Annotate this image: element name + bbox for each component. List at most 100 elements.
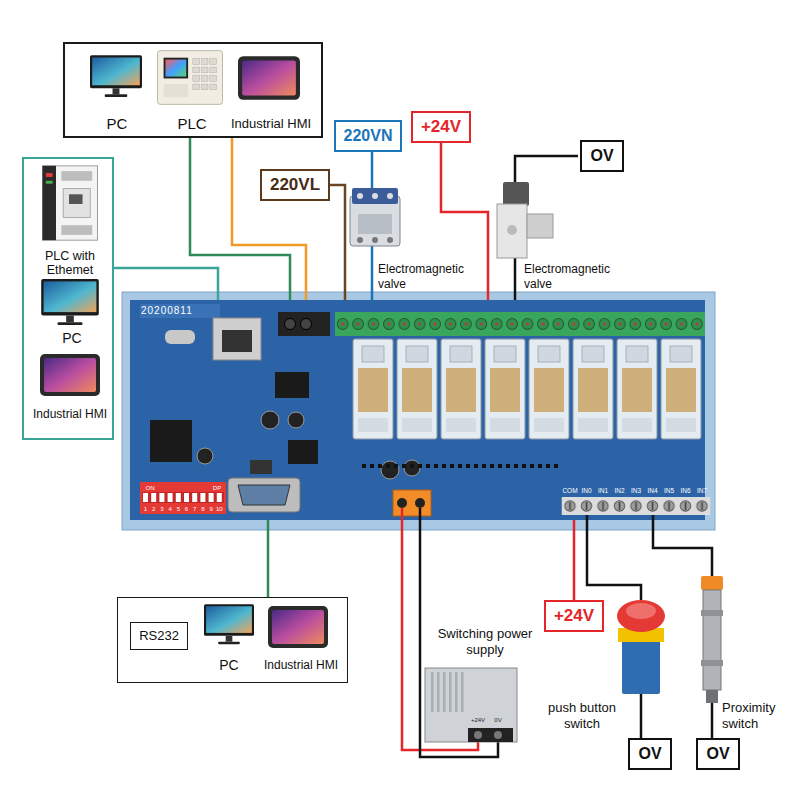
- contactor-illustration: [357, 193, 363, 199]
- tag-text: OV: [706, 744, 729, 764]
- part-label: Electromagnetic valve: [378, 262, 482, 292]
- voltage-tag: OV: [628, 738, 671, 770]
- io-board-drawing: [275, 372, 309, 398]
- push-button-illustration: [617, 600, 665, 694]
- pin-label: IN6: [680, 487, 690, 495]
- tag-text: +24V: [421, 117, 461, 137]
- power-supply-illustration: [425, 668, 517, 742]
- io-board-drawing: [122, 292, 715, 530]
- voltage-tag: 220VL: [260, 169, 330, 201]
- terminal-label: 0V: [494, 716, 501, 724]
- io-board-drawing: [301, 319, 312, 330]
- io-board-drawing: [238, 485, 290, 505]
- io-board-drawing: [397, 498, 407, 508]
- dip-switch-levers: [143, 493, 222, 502]
- dip-switch-levers: [151, 493, 156, 502]
- pin-label: IN1: [598, 487, 608, 495]
- valve-illustration: [497, 182, 553, 258]
- contactor-illustration: [352, 188, 398, 204]
- contactor-illustration: [358, 214, 392, 234]
- io-board-drawing: [278, 312, 330, 336]
- pin-label: IN2: [614, 487, 624, 495]
- io-board-drawing: [140, 482, 226, 514]
- switch-number: 4: [168, 505, 171, 513]
- contactor-illustration: [357, 237, 363, 243]
- push-button-illustration: [622, 640, 660, 694]
- voltage-tag: +24V: [544, 600, 604, 632]
- valve-illustration: [527, 214, 553, 238]
- io-board-drawing: [288, 440, 318, 464]
- proximity-switch-illustration: [706, 690, 718, 703]
- device-icons: [41, 279, 99, 325]
- node-text: PC: [97, 115, 137, 133]
- part-label: Switching power supply: [435, 626, 535, 658]
- field-wires: [515, 156, 578, 184]
- io-board-drawing: [140, 304, 220, 318]
- io-board-drawing: [352, 338, 704, 440]
- io-board-drawing: [285, 319, 296, 330]
- power-supply-illustration: [468, 728, 513, 742]
- wire: [330, 185, 345, 300]
- contactor-illustration: [387, 193, 393, 199]
- dip-switch-levers: [192, 493, 197, 502]
- io-board-drawing: [213, 318, 261, 360]
- wire: [267, 520, 270, 597]
- device-icons: [40, 354, 100, 396]
- switch-label: DP: [213, 484, 221, 492]
- device-icons: [90, 55, 142, 97]
- pin-label: IN4: [647, 487, 657, 495]
- field-wires: [514, 256, 517, 300]
- proximity-switch-illustration: [703, 590, 721, 690]
- voltage-tag: OV: [696, 738, 739, 770]
- io-board-drawing: [142, 492, 224, 503]
- power-supply-illustration: [494, 731, 502, 739]
- power-supply-illustration: [430, 672, 466, 712]
- valve-illustration: [503, 182, 529, 206]
- field-wires: [587, 515, 641, 600]
- wire: [573, 520, 576, 600]
- io-board-drawing: [122, 292, 715, 530]
- dip-switch-levers: [200, 493, 205, 502]
- push-button-illustration: [626, 603, 656, 619]
- proximity-switch-illustration: [701, 576, 723, 703]
- device-icons: [42, 166, 97, 240]
- io-board-drawing: [261, 411, 279, 429]
- contactor-illustration: [372, 237, 378, 243]
- power-supply-illustration: [474, 731, 482, 739]
- valve-illustration: [497, 204, 527, 258]
- valve-illustration: [507, 225, 517, 235]
- io-board-drawing: [222, 330, 252, 352]
- proximity-switch-illustration: [701, 660, 723, 666]
- contactor-illustration: [372, 193, 378, 199]
- io-board-drawing: [250, 460, 272, 474]
- node-text: Industrial HMI: [27, 407, 113, 421]
- part-label: Proximity switch: [722, 700, 794, 732]
- pin-label: IN3: [631, 487, 641, 495]
- tag-text: 220VL: [270, 175, 320, 195]
- voltage-tag: 220VN: [334, 120, 403, 152]
- dip-switch-levers: [217, 493, 222, 502]
- wire: [232, 138, 306, 300]
- push-button-illustration: [617, 600, 665, 632]
- device-icons: [268, 606, 328, 648]
- io-board-drawing: [393, 490, 431, 516]
- field-wires: [640, 694, 643, 738]
- pin-label: COM: [562, 487, 577, 495]
- switch-number: 7: [193, 505, 196, 513]
- dip-switch-levers: [209, 493, 214, 502]
- dip-switch-levers: [143, 493, 148, 502]
- node-text: Industrial HMI: [223, 116, 319, 132]
- dip-switch-levers: [184, 493, 189, 502]
- io-board-drawing: [415, 498, 425, 508]
- dip-switch-levers: [168, 493, 173, 502]
- device-icons: [204, 604, 254, 644]
- contactor-illustration: [350, 188, 400, 246]
- node-text: 20200811: [141, 305, 219, 317]
- switch-number: 3: [160, 505, 163, 513]
- part-label: push button switch: [540, 700, 624, 732]
- voltage-tag: OV: [580, 140, 623, 172]
- dip-switch-levers: [176, 493, 181, 502]
- proximity-switch-illustration: [701, 610, 723, 616]
- field-wires: [711, 702, 714, 738]
